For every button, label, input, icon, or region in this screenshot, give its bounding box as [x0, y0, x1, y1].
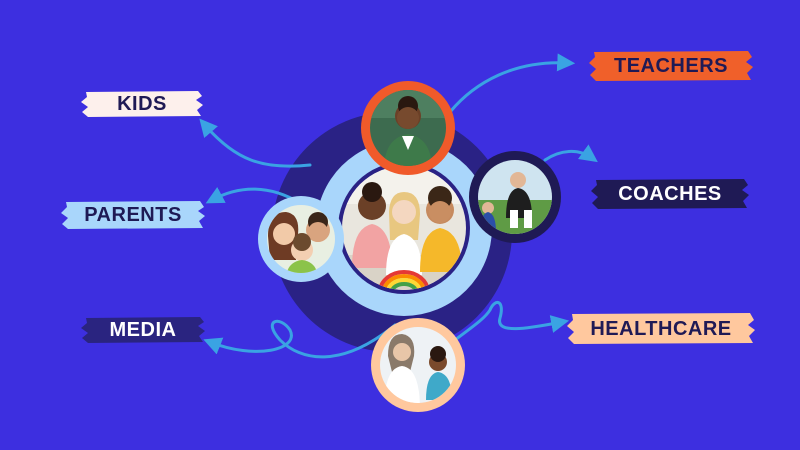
arrow-to-media — [203, 319, 397, 359]
arrow-to-healthcare — [453, 301, 570, 342]
brush-stroke-shape — [81, 91, 203, 117]
arrow-to-kids — [199, 118, 312, 168]
brush-stroke-shape — [81, 317, 205, 343]
brush-stroke-shape — [61, 201, 205, 229]
coach-photo — [478, 160, 552, 234]
label-media-text: MEDIA — [109, 318, 177, 341]
brush-stroke-shape — [591, 179, 749, 209]
label-healthcare-text: HEALTHCARE — [590, 317, 732, 340]
label-parents-text: PARENTS — [84, 203, 182, 226]
parents-photo — [267, 205, 335, 273]
children-group-photo — [342, 166, 466, 290]
label-teachers-text: TEACHERS — [613, 54, 728, 77]
label-coaches: COACHES — [590, 176, 750, 212]
label-kids-text: KIDS — [117, 92, 167, 115]
brush-stroke-shape — [567, 313, 755, 344]
label-teachers: TEACHERS — [588, 48, 754, 84]
arrow-to-teachers — [448, 53, 576, 114]
label-healthcare: HEALTHCARE — [566, 310, 756, 348]
label-parents: PARENTS — [60, 198, 206, 232]
arrow-to-coaches — [543, 144, 598, 163]
label-media: MEDIA — [80, 314, 206, 346]
healthcare-photo — [380, 327, 456, 403]
brush-stroke-shape — [589, 51, 753, 81]
label-kids: KIDS — [80, 88, 204, 120]
label-coaches-text: COACHES — [618, 182, 722, 205]
teacher-photo — [370, 90, 446, 166]
